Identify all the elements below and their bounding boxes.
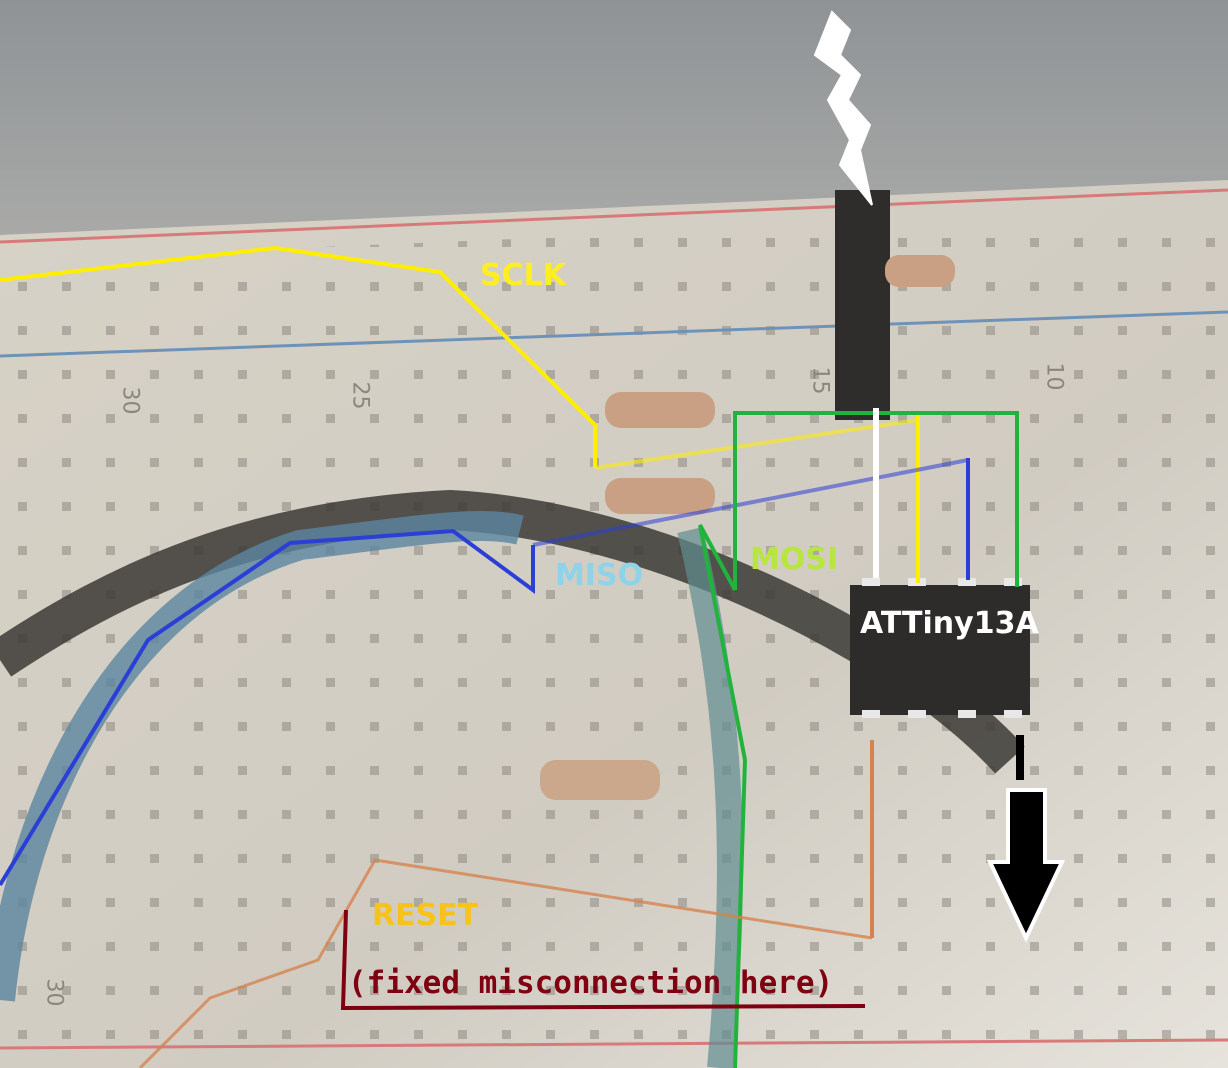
- resistor: [605, 392, 715, 428]
- reset-line: [138, 858, 873, 1068]
- misconnection-note: (fixed misconnection here): [348, 965, 834, 1001]
- blue-power-rail-line: [0, 310, 1228, 358]
- misconnection-marker: [340, 909, 866, 1011]
- blue-jumper-wire: [0, 510, 524, 1002]
- resistor: [885, 255, 955, 287]
- resistor: [540, 760, 660, 800]
- sclk-line-faded: [594, 418, 919, 470]
- sclk-line: [0, 245, 597, 468]
- mosi-label: MOSI: [750, 542, 839, 577]
- teal-jumper-wire: [677, 527, 743, 1068]
- chip-label: ATTiny13A: [860, 606, 1039, 641]
- ground-arrow-icon: [986, 788, 1066, 943]
- miso-line: [0, 528, 535, 887]
- red-power-rail-line: [0, 188, 1228, 244]
- mosi-line: [698, 524, 748, 1068]
- breadboard-number: 30: [41, 978, 67, 1007]
- black-power-wire: [835, 190, 890, 420]
- sclk-label: SCLK: [480, 258, 566, 293]
- resistor: [605, 478, 715, 514]
- miso-line-faded: [532, 458, 969, 547]
- breadboard-number: 25: [347, 381, 373, 410]
- lightning-bolt-icon: [813, 10, 873, 206]
- attiny13a-chip: [850, 585, 1030, 715]
- miso-label: MISO: [555, 558, 644, 593]
- breadboard-number: 30: [117, 386, 143, 415]
- breadboard-holes: [0, 210, 1228, 1068]
- reset-label: RESET: [372, 898, 479, 933]
- breadboard-number: 15: [807, 366, 833, 395]
- breadboard-number: 10: [1041, 362, 1067, 391]
- bottom-red-rail-line: [0, 1038, 1228, 1050]
